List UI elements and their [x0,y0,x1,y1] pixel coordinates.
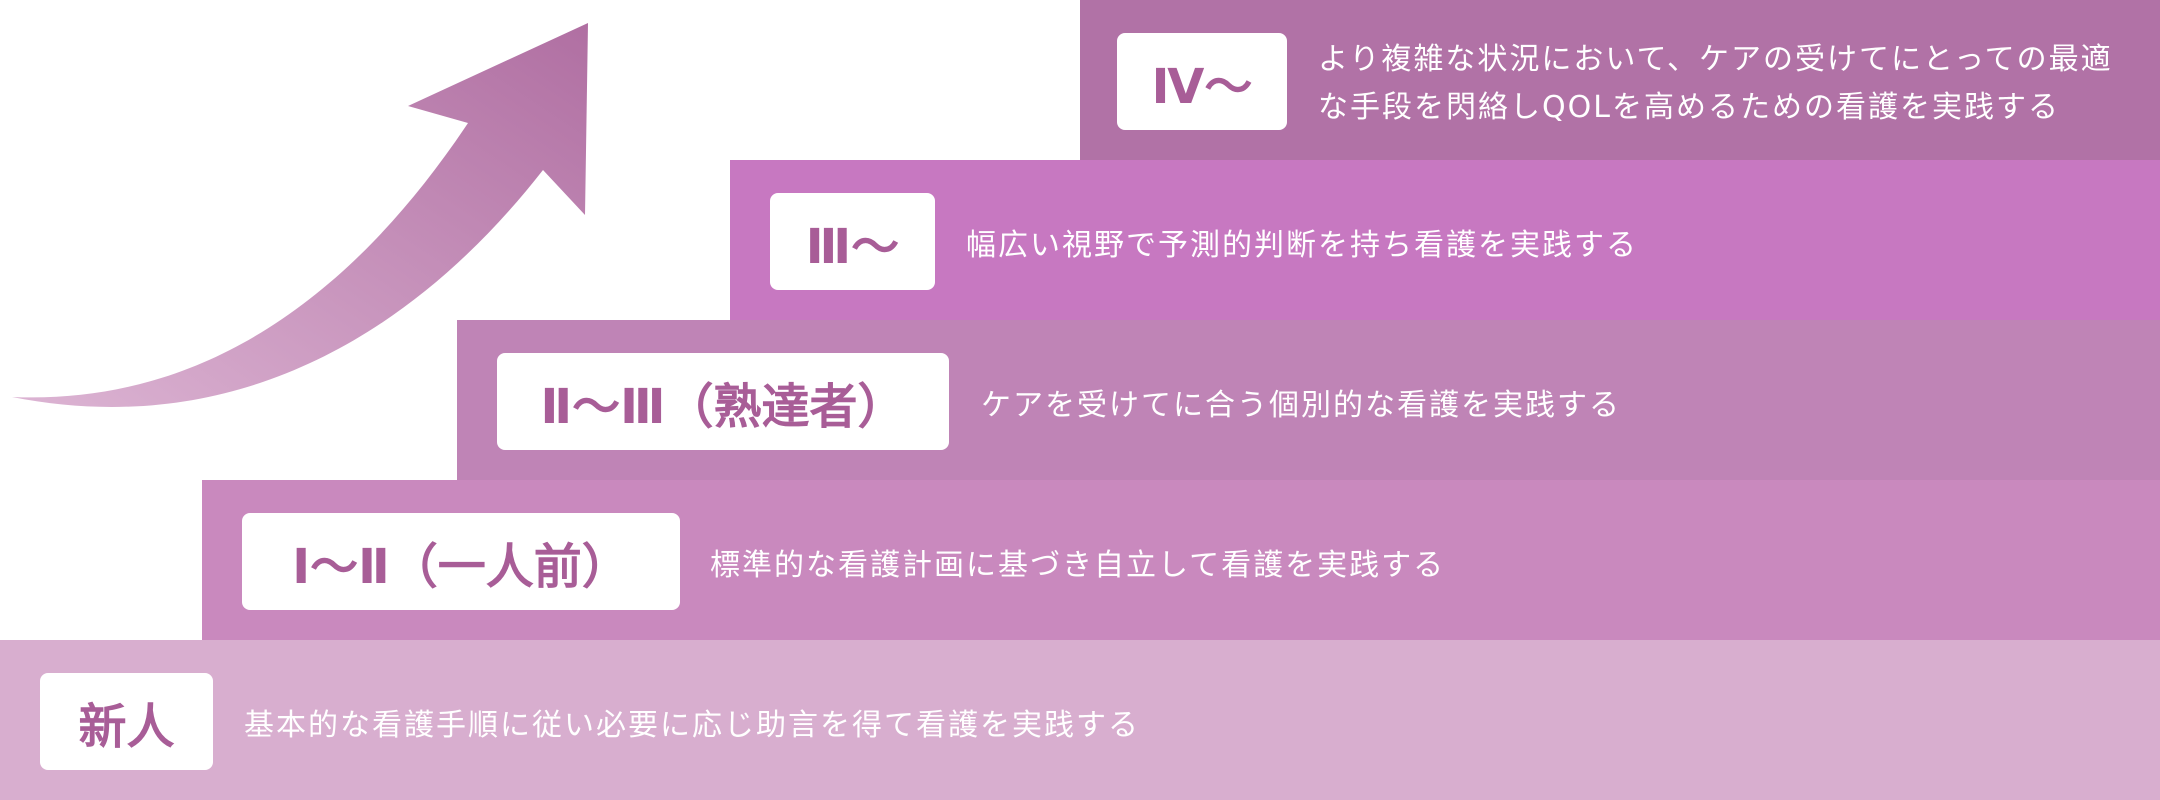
level-label: Ⅱ～Ⅲ（熟達者） [540,378,906,435]
arrow-shape [12,23,588,407]
step-level-1-2: Ⅰ～Ⅱ（一人前） 標準的な看護計画に基づき自立して看護を実践する [202,480,2160,640]
step-description-line: な手段を閃絡しQOLを高めるための看護を実践する [1318,90,2060,125]
step-description: 標準的な看護計画に基づき自立して看護を実践する [710,548,1446,583]
level-badge: 新人 [40,673,213,770]
step-level-4: Ⅳ～ より複雑な状況において、ケアの受けてにとっての最適 な手段を閃絡しQOLを… [1080,0,2160,160]
step-description: 幅広い視野で予測的判断を持ち看護を実践する [966,228,1638,263]
level-label: 新人 [78,698,175,755]
step-description: 基本的な看護手順に従い必要に応じ助言を得て看護を実践する [244,708,1140,743]
step-level-2-3: Ⅱ～Ⅲ（熟達者） ケアを受けてに合う個別的な看護を実践する [457,320,2160,480]
step-newcomer: 新人 基本的な看護手順に従い必要に応じ助言を得て看護を実践する [0,640,2160,800]
level-badge: Ⅳ～ [1117,33,1287,130]
step-description-line: より複雑な状況において、ケアの受けてにとっての最適 [1318,42,2113,77]
level-label: Ⅲ～ [805,218,900,275]
level-badge: Ⅰ～Ⅱ（一人前） [242,513,680,610]
level-badge: Ⅱ～Ⅲ（熟達者） [497,353,949,450]
step-level-3: Ⅲ～ 幅広い視野で予測的判断を持ち看護を実践する [730,160,2160,320]
upward-curved-arrow-icon [12,23,588,407]
level-label: Ⅳ～ [1151,58,1253,115]
level-label: Ⅰ～Ⅱ（一人前） [292,538,630,595]
step-description: ケアを受けてに合う個別的な看護を実践する [981,388,1621,423]
level-badge: Ⅲ～ [770,193,935,290]
step-description: より複雑な状況において、ケアの受けてにとっての最適 な手段を閃絡しQOLを高める… [1318,36,2113,132]
